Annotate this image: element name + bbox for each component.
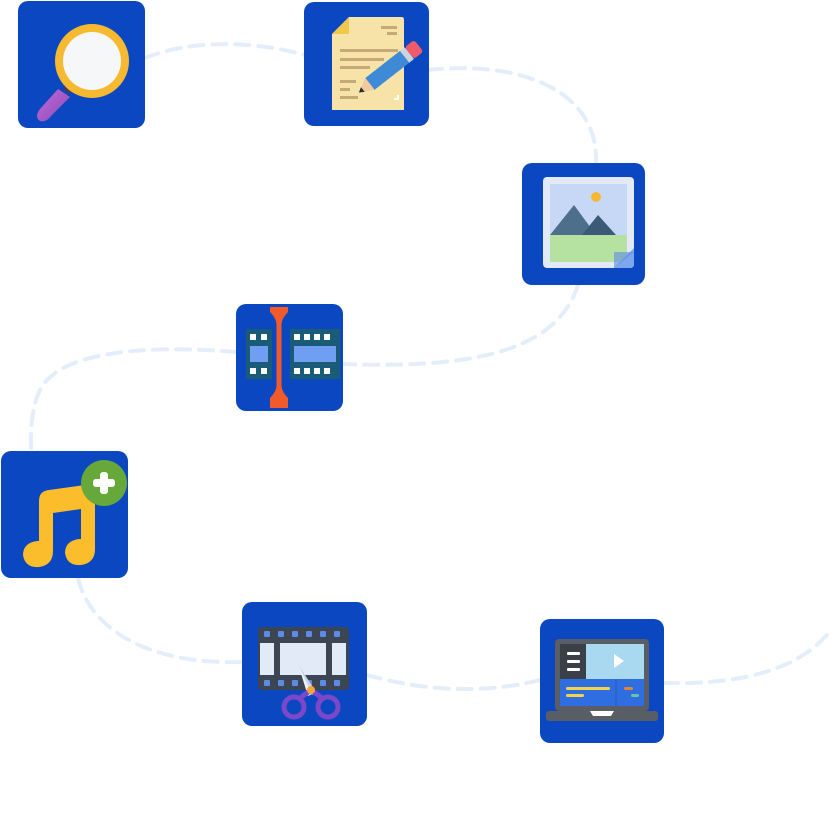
step-tile-draft[interactable]	[304, 2, 429, 126]
magnifier-icon	[37, 24, 129, 122]
path-segment-6	[365, 673, 542, 692]
laptop-video-icon	[546, 639, 658, 721]
music-add-icon	[23, 460, 127, 568]
step-tile-split[interactable]	[236, 304, 343, 411]
path-segment-4	[28, 347, 238, 464]
film-scissors-icon	[258, 627, 349, 720]
step-tile-cut[interactable]	[242, 602, 367, 726]
step-tile-research[interactable]	[18, 1, 145, 128]
path-segment-2	[426, 66, 599, 167]
path-segment-3	[341, 283, 580, 367]
film-split-icon	[246, 307, 340, 408]
step-tile-photos[interactable]	[522, 163, 645, 285]
path-segment-7	[662, 628, 831, 686]
path-segment-5	[76, 576, 244, 665]
path-segment-1	[143, 42, 307, 60]
image-icon	[543, 177, 634, 268]
step-tile-music[interactable]	[1, 451, 128, 578]
step-tile-review[interactable]	[540, 619, 664, 743]
document-pencil-icon	[332, 17, 423, 110]
